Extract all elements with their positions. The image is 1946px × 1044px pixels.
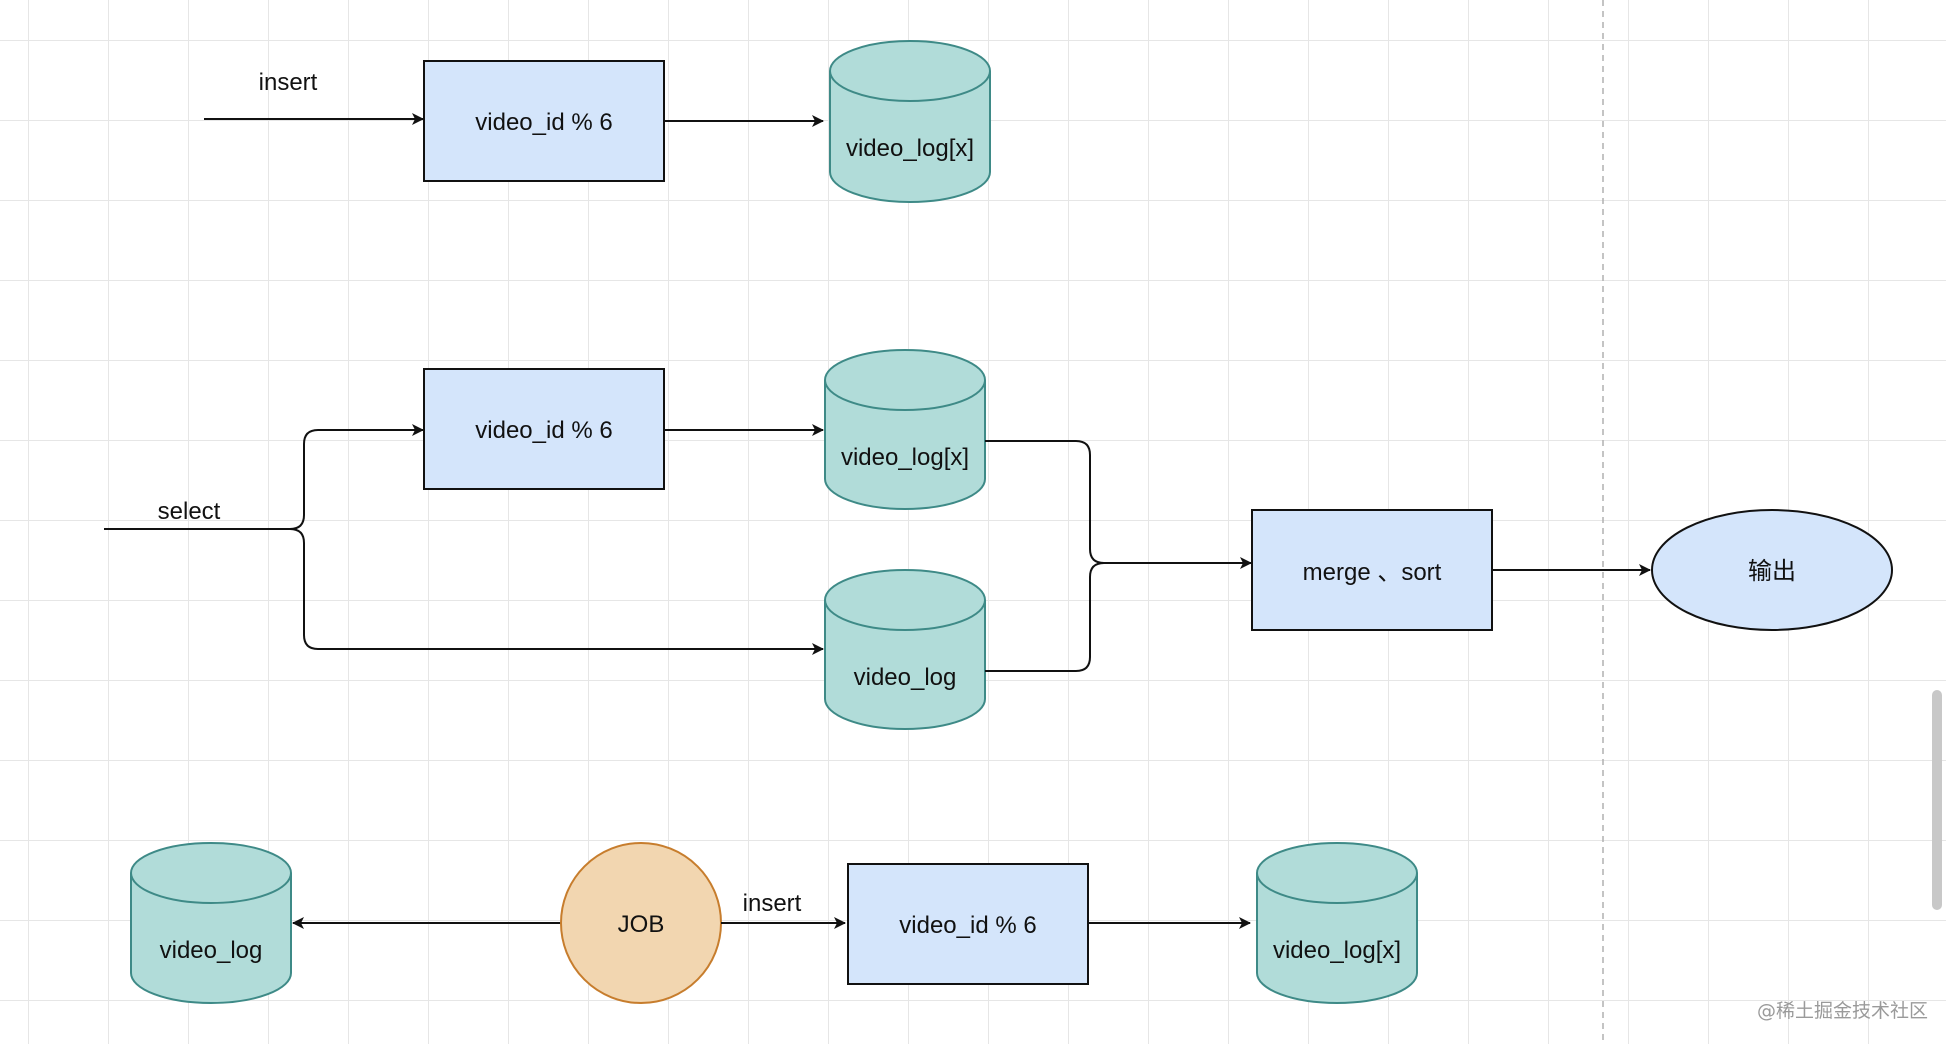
output-node[interactable]: 输出 <box>1651 509 1893 631</box>
merge-sort-node[interactable]: merge 、sort <box>1251 509 1493 631</box>
vertical-scrollbar-thumb[interactable] <box>1932 690 1942 910</box>
insert-edge-label: insert <box>259 69 318 96</box>
select-edge-to-origin-db[interactable] <box>289 528 824 655</box>
insert-target-db[interactable]: video_log[x] <box>829 40 991 203</box>
job-source-db[interactable]: video_log <box>130 842 292 1004</box>
select-edge-to-process[interactable] <box>104 424 424 530</box>
job-process-label: video_id % 6 <box>899 912 1036 939</box>
job-target-db[interactable]: video_log[x] <box>1256 842 1418 1004</box>
job-label: JOB <box>618 911 665 938</box>
merge-sort-label: merge 、sort <box>1303 559 1442 586</box>
job-insert-edge-label: insert <box>743 890 802 917</box>
select-origin-db-label: video_log <box>854 664 957 691</box>
select-origin-db[interactable]: video_log <box>824 569 986 730</box>
insert-section: insert video_id % 6 video_log[x] <box>204 40 991 203</box>
job-process-node[interactable]: video_id % 6 <box>847 863 1089 985</box>
origin-db-to-merge-edge[interactable] <box>985 562 1105 672</box>
sharded-db-to-merge-edge[interactable] <box>985 440 1252 569</box>
select-process-node[interactable]: video_id % 6 <box>423 368 665 490</box>
job-section: video_log JOB insert video_id % 6 video_… <box>130 842 1418 1004</box>
watermark-text: @稀土掘金技术社区 <box>1757 1000 1928 1022</box>
job-target-db-label: video_log[x] <box>1273 937 1401 964</box>
select-section: select video_id % 6 video_log[x] video_l… <box>104 349 1893 730</box>
insert-process-node[interactable]: video_id % 6 <box>423 60 665 182</box>
job-node[interactable]: JOB <box>560 842 722 1004</box>
insert-target-db-label: video_log[x] <box>846 135 974 162</box>
select-sharded-db-label: video_log[x] <box>841 444 969 471</box>
select-edge-label: select <box>158 498 221 525</box>
output-label: 输出 <box>1748 558 1796 585</box>
job-source-db-label: video_log <box>160 937 263 964</box>
insert-process-label: video_id % 6 <box>475 109 612 136</box>
select-process-label: video_id % 6 <box>475 417 612 444</box>
select-sharded-db[interactable]: video_log[x] <box>824 349 986 510</box>
